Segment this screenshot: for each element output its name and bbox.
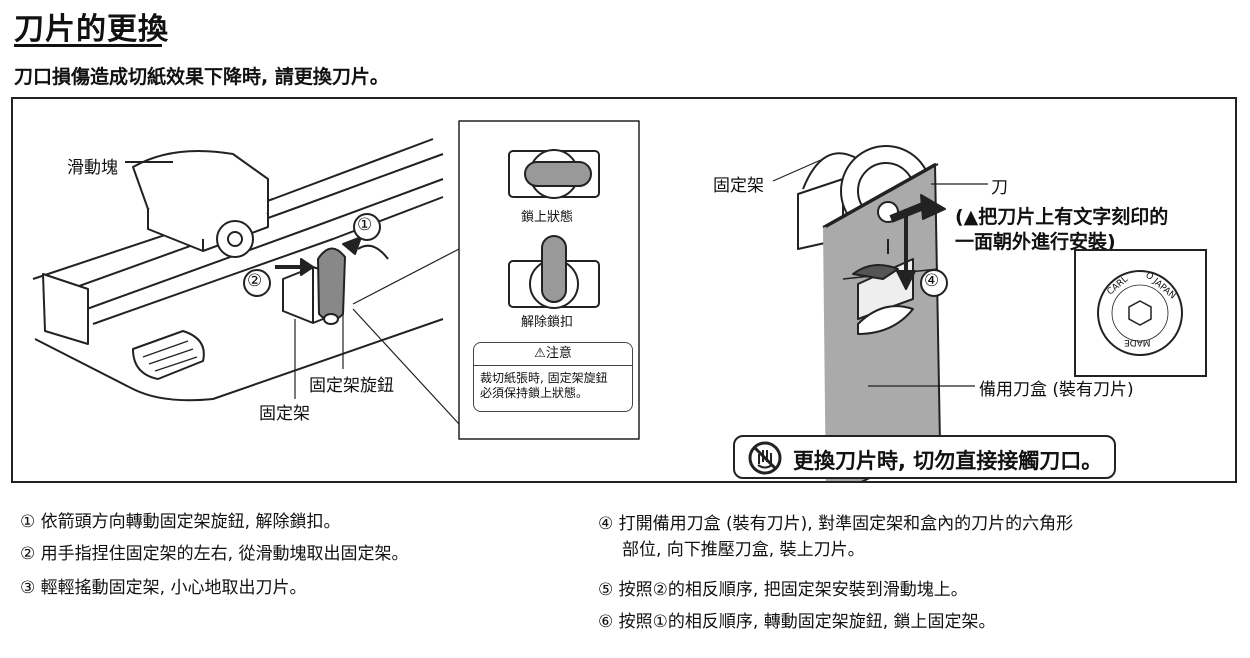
title-underline — [14, 44, 162, 47]
step-item: ③ 輕輕搖動固定架, 小心地取出刀片。 — [20, 578, 307, 598]
note-line: 必須保持鎖上狀態。 — [480, 386, 589, 400]
step-item: 部位, 向下推壓刀盒, 裝上刀片。 — [622, 540, 865, 560]
blade-label: 刀 — [991, 178, 1008, 198]
holder-label-left: 固定架 — [259, 404, 310, 424]
illustration-frame: 滑動塊 固定架旋鈕 固定架 ① ② 鎖上狀態 解除鎖扣 ⚠注意 裁切紙張時, 固… — [11, 97, 1237, 483]
knob-label: 固定架旋鈕 — [309, 376, 394, 396]
step4-marker: ④ — [924, 271, 940, 291]
page-title: 刀片的更換 — [14, 12, 169, 47]
cartridge-label: 備用刀盒 (裝有刀片) — [979, 380, 1134, 400]
warning-text: 更換刀片時, 切勿直接接觸刀口。 — [793, 449, 1103, 473]
holder-label-right: 固定架 — [713, 176, 764, 196]
step1-marker: ① — [357, 215, 373, 235]
no-touch-icon — [748, 441, 782, 475]
step-item: ② 用手指捏住固定架的左右, 從滑動塊取出固定架。 — [20, 544, 409, 564]
safety-warning: 更換刀片時, 切勿直接接觸刀口。 — [733, 435, 1116, 479]
imprint-seal-icon — [1097, 270, 1183, 356]
caution-line: (▲把刀片上有文字刻印的 — [955, 206, 1169, 228]
caution-note: ⚠注意 裁切紙張時, 固定架旋鈕 必須保持鎖上狀態。 — [473, 342, 633, 412]
step-item: ④ 打開備用刀盒 (裝有刀片), 對準固定架和盒內的刀片的六角形 — [598, 514, 1074, 534]
note-line: 裁切紙張時, 固定架旋鈕 — [480, 371, 608, 385]
note-body: 裁切紙張時, 固定架旋鈕 必須保持鎖上狀態。 — [480, 371, 608, 401]
slider-label: 滑動塊 — [67, 158, 118, 178]
step-item: ⑤ 按照②的相反順序, 把固定架安裝到滑動塊上。 — [598, 580, 968, 600]
caution-line: 一面朝外進行安裝) — [955, 231, 1116, 253]
locked-label: 鎖上狀態 — [521, 210, 574, 225]
blade-imprint-badge: CARL O JAPAN MADE — [1074, 249, 1207, 377]
page-subtitle: 刀口損傷造成切紙效果下降時, 請更換刀片。 — [14, 66, 389, 88]
unlocked-label: 解除鎖扣 — [521, 315, 574, 330]
step-item: ⑥ 按照①的相反順序, 轉動固定架旋鈕, 鎖上固定架。 — [598, 612, 996, 632]
blade-orientation-caution: (▲把刀片上有文字刻印的 一面朝外進行安裝) — [955, 205, 1168, 255]
step-item: ① 依箭頭方向轉動固定架旋鈕, 解除鎖扣。 — [20, 512, 341, 532]
note-header: ⚠注意 — [474, 343, 632, 366]
step2-marker: ② — [247, 271, 263, 291]
badge-text: MADE — [1124, 337, 1151, 347]
illustration-drawing — [32, 120, 988, 481]
